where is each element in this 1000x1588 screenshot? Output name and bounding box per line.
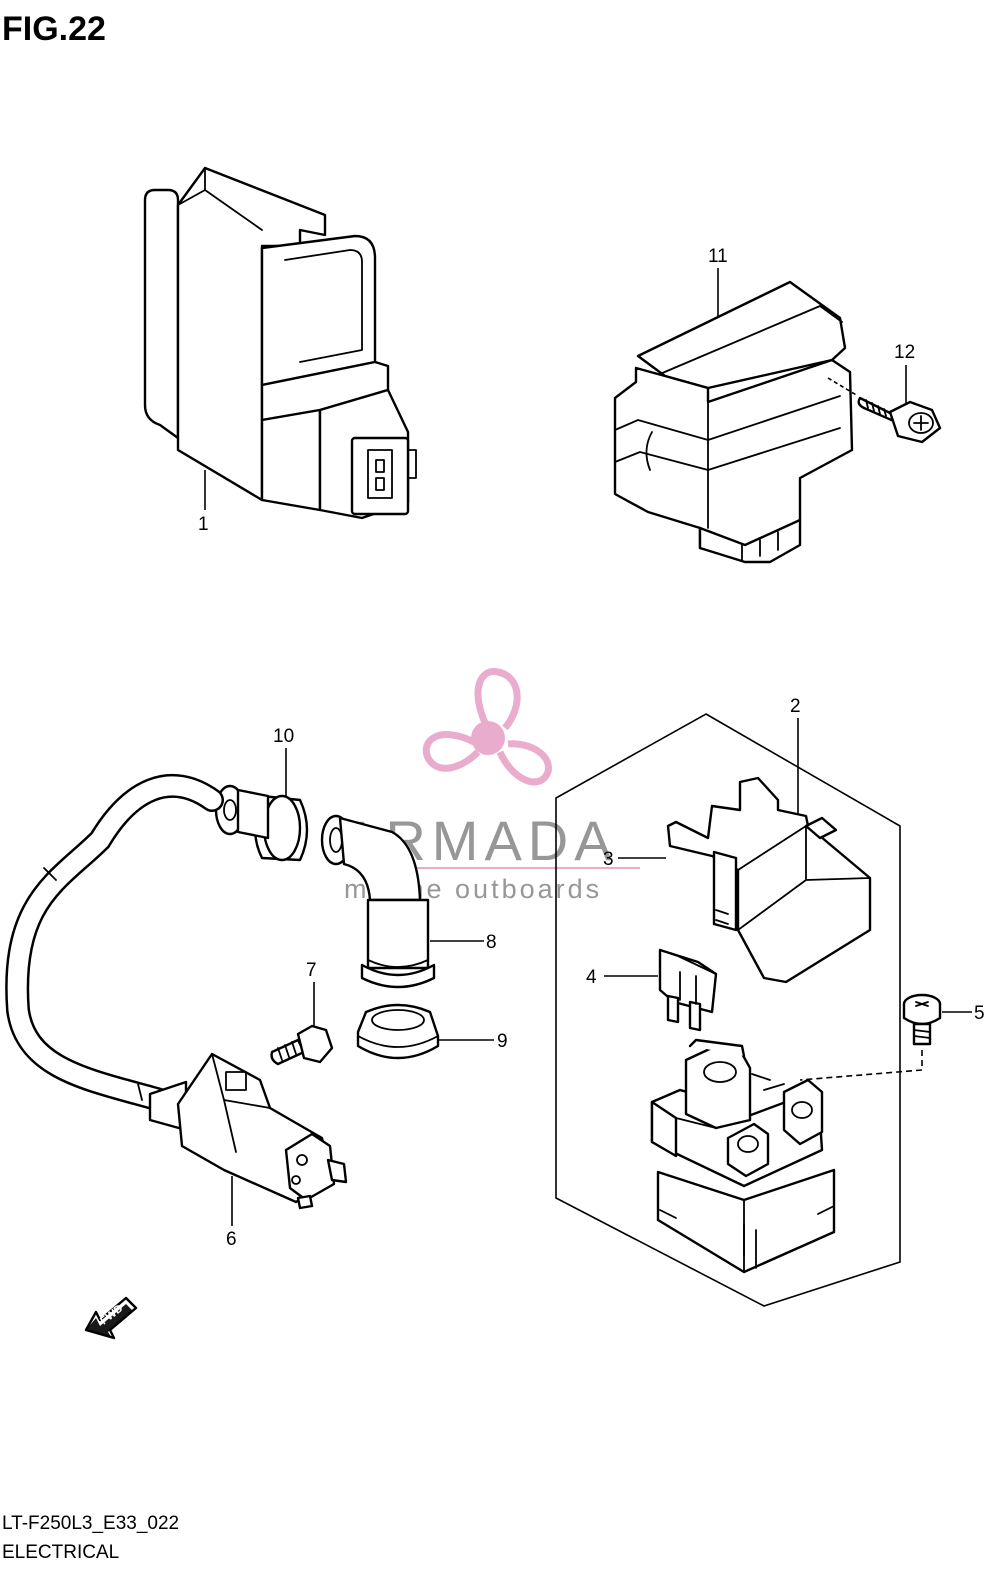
drawing-code: LT-F250L3_E33_022 [2,1513,179,1534]
ignition-coil[interactable] [5,773,348,1210]
ignitor-unit[interactable] [143,166,417,520]
propeller-logo [422,668,552,786]
coil-bolt[interactable] [270,982,334,1066]
fwd-arrow-icon: FWD [84,1296,138,1340]
plug-cap[interactable] [320,814,436,989]
terminal-screw[interactable] [902,993,942,1046]
callout-1: 1 [198,514,209,535]
relay-assembly-outline [555,713,901,1307]
callout-3: 3 [603,849,614,870]
regulator-rectifier[interactable] [613,268,854,564]
cap-seal[interactable] [356,1003,440,1060]
starter-relay[interactable] [650,1038,836,1274]
callout-5: 5 [974,1003,985,1024]
lead-grommet[interactable] [214,784,309,862]
fuse[interactable] [658,948,718,1032]
callout-11: 11 [708,246,728,267]
callout-6: 6 [226,1229,237,1250]
callout-2: 2 [790,696,801,717]
callout-12: 12 [894,342,915,363]
figure-label: FIG.22 [2,10,106,48]
relay-cover[interactable] [666,776,872,984]
callout-4: 4 [586,967,597,988]
regulator-bolt[interactable] [827,365,942,444]
callout-9: 9 [497,1031,508,1052]
callout-8: 8 [486,932,497,953]
section-name: ELECTRICAL [2,1542,119,1563]
callout-10: 10 [273,726,294,747]
callout-7: 7 [306,960,317,981]
